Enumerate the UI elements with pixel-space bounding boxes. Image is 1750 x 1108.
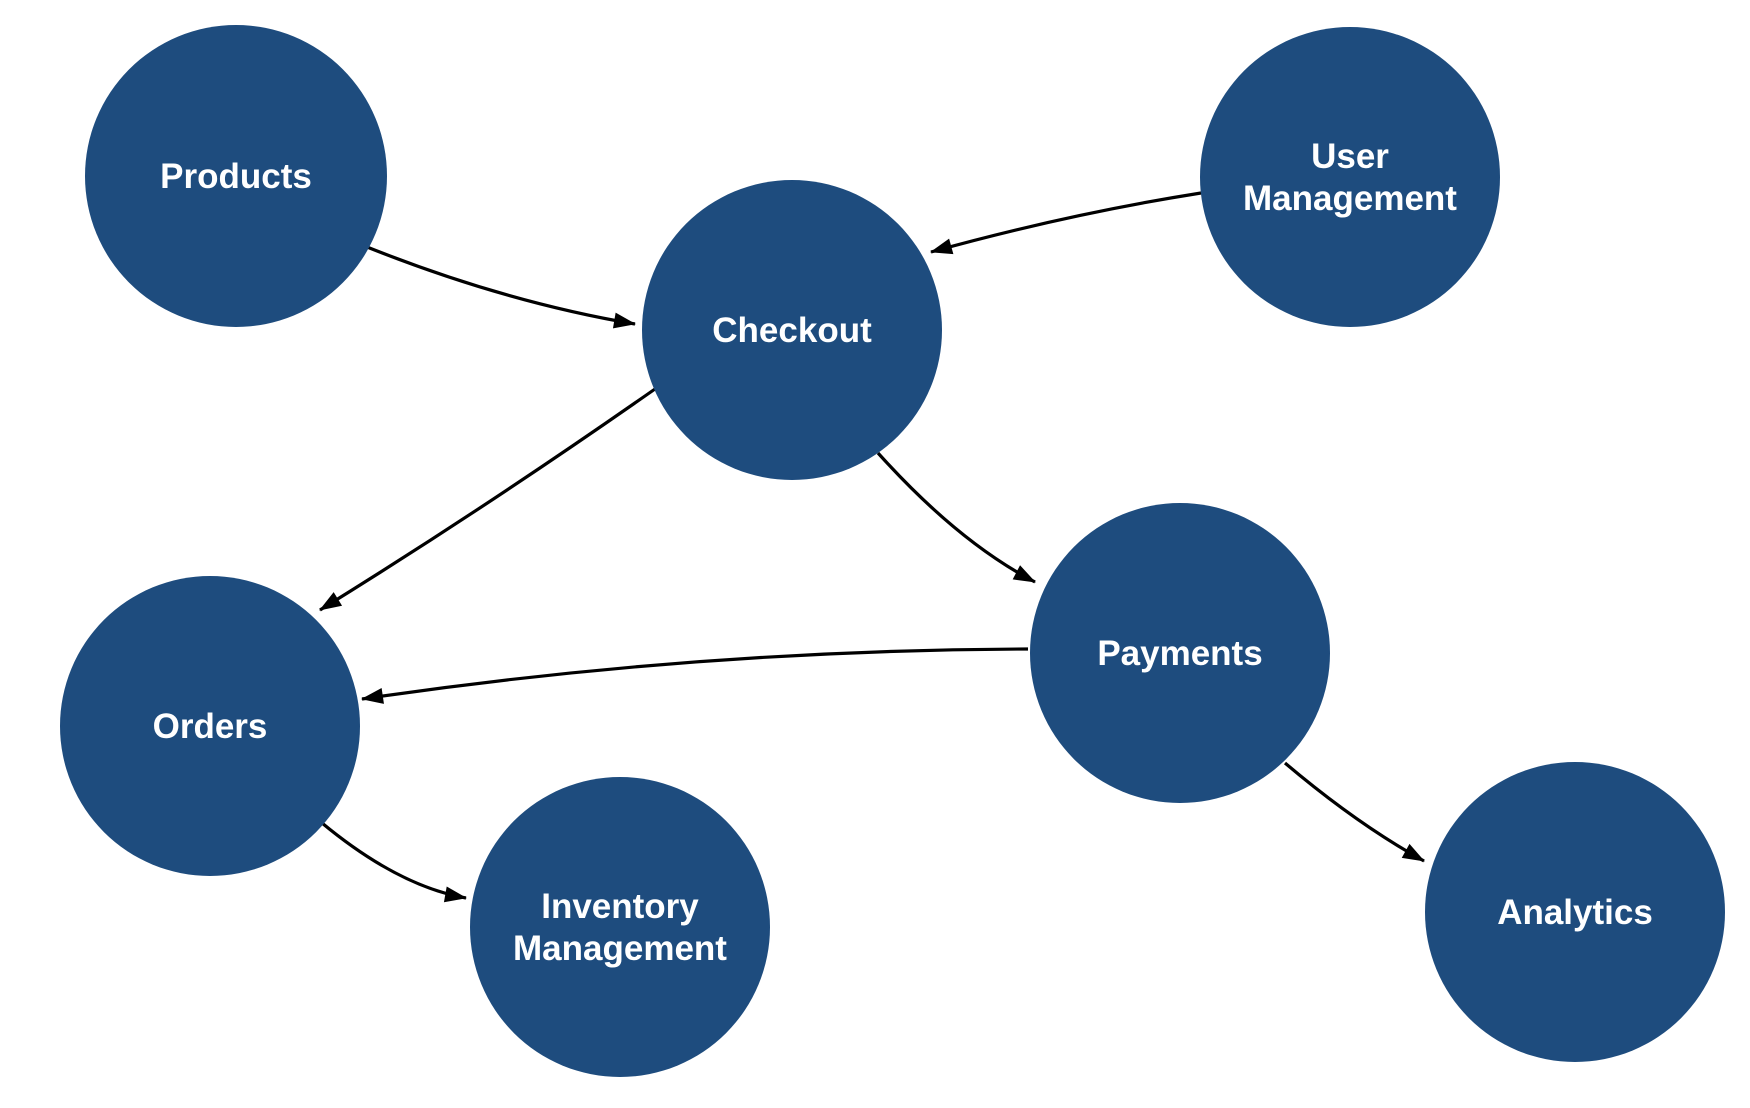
node-analytics[interactable]: Analytics [1425,762,1725,1062]
edge-payments-to-analytics [1283,761,1425,863]
node-checkout[interactable]: Checkout [642,180,942,480]
edge-payments-to-orders [361,647,1029,704]
edges-layer [319,191,1425,903]
node-label-analytics: Analytics [1497,893,1653,932]
node-label-checkout: Checkout [712,311,872,350]
node-circle-payments [1030,503,1330,803]
node-circle-checkout [642,180,942,480]
node-products[interactable]: Products [85,25,387,327]
node-circle-analytics [1425,762,1725,1062]
node-orders[interactable]: Orders [60,576,360,876]
edge-checkout-to-payments [876,451,1036,584]
node-payments[interactable]: Payments [1030,503,1330,803]
edge-products-to-checkout [366,245,636,329]
edge-user-management-to-checkout [930,191,1202,255]
edge-checkout-to-orders [319,387,656,612]
node-label-products: Products [160,157,312,196]
edge-orders-to-inventory-management [320,821,467,903]
node-label-orders: Orders [153,707,268,746]
node-circle-products [85,25,387,327]
node-circle-orders [60,576,360,876]
node-circle-user-management [1200,27,1500,327]
node-circle-inventory-management [470,777,770,1077]
node-label-payments: Payments [1097,634,1262,673]
